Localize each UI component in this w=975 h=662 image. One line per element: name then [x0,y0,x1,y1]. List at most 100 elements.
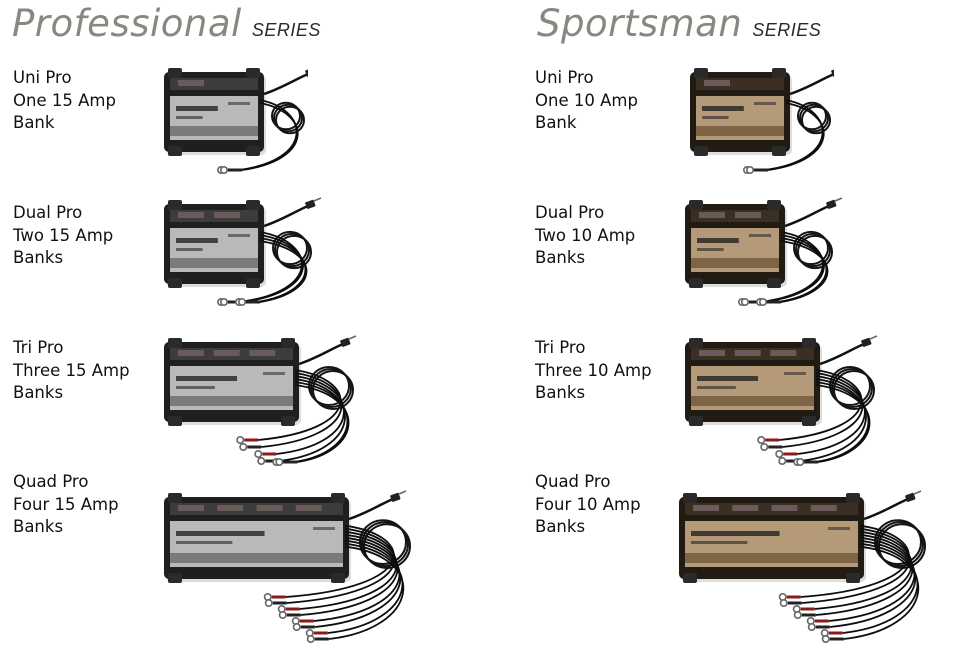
bank-indicator [699,350,725,356]
product-label-uni-pro-10: Uni Pro One 10 Amp Bank [535,67,638,135]
charger-image [685,335,878,467]
dc-lead [256,237,307,303]
product-banks: Banks [13,248,64,267]
dc-lead [241,102,299,171]
dc-lead [764,99,824,171]
cable-coil [359,519,407,565]
dc-lead [299,530,398,610]
ring-terminal [757,436,766,445]
power-cord [298,342,344,366]
cable-coil [271,101,301,131]
ring-terminal [219,166,228,175]
bank-indicator [704,80,730,86]
charger-image [690,67,834,175]
dc-lead [276,375,345,455]
product-banks: Bank [13,113,55,132]
dc-lead [815,384,871,463]
product-rating: One 10 Amp [535,90,638,110]
product-banks: Banks [13,383,64,402]
product-banks: Banks [535,517,586,536]
ring-terminal [292,623,301,632]
bank-indicator [732,505,759,511]
dc-lead [797,375,866,455]
dc-lead [767,102,825,171]
dc-lead [328,545,405,640]
product-label-uni-pro-15: Uni Pro One 15 Amp Bank [13,67,116,135]
ring-terminal [740,298,749,307]
charger-image [679,490,926,644]
ring-terminal [236,436,245,445]
dc-lead [815,381,870,463]
dc-lead [762,234,825,303]
dc-lead [842,542,919,634]
ring-terminal [219,298,228,307]
ring-terminal [759,298,768,307]
ring-terminal [778,457,787,466]
ring-terminal [306,635,315,644]
cable-coil [273,103,303,133]
power-cord [789,72,834,96]
dc-lead [300,533,399,616]
charger-image [685,197,843,307]
dc-lead [777,237,828,303]
ring-terminal [239,443,248,452]
product-rating: Two 15 Amp [13,225,114,245]
dc-lead [294,381,349,463]
cable-coil [801,105,831,135]
bank-indicator [256,505,283,511]
product-name: Tri Pro [535,338,586,357]
series-suffix: SERIES [752,20,822,40]
dc-lead [261,372,343,448]
ring-terminal [807,623,816,632]
bank-indicator [214,212,240,218]
bank-indicator [178,505,204,511]
product-banks: Banks [535,383,586,402]
ring-terminal [793,611,802,620]
bank-indicator [178,212,204,218]
product-name: Quad Pro [535,472,611,491]
cable-coil [275,105,305,135]
power-cord [348,497,394,521]
product-name: Tri Pro [13,338,64,357]
power-cord [863,497,909,521]
bank-indicator [178,80,204,86]
bank-indicator [810,505,837,511]
bank-indicator [249,350,276,356]
ring-terminal [745,166,754,175]
bank-indicator [213,350,240,356]
ring-terminal [779,599,788,608]
dc-lead [259,240,308,303]
bank-indicator [770,350,797,356]
dc-lead [238,231,303,303]
dc-lead [314,539,402,628]
dc-lead [279,378,346,462]
cable-coil [829,366,871,406]
ring-terminal [275,458,284,467]
dc-lead [828,536,916,622]
cable-coil [276,234,312,270]
ring-terminal [257,457,266,466]
cable-coil [312,370,354,410]
ring-terminal [796,458,805,467]
cable-coil [272,230,308,266]
power-cord [784,204,830,228]
product-label-quad-pro-10: Quad Pro Four 10 Amp Banks [535,471,641,539]
product-rating: One 15 Amp [13,90,116,110]
dc-lead [327,542,404,634]
product-label-dual-pro-15: Dual Pro Two 15 Amp Banks [13,202,113,270]
product-label-tri-pro-15: Tri Pro Three 15 Amp Banks [13,337,130,405]
dc-lead [814,530,913,610]
bank-indicator [771,505,798,511]
bank-indicator [735,212,761,218]
dc-lead [829,539,917,628]
product-name: Quad Pro [13,472,89,491]
cable-coil [874,519,922,565]
ring-terminal [821,635,830,644]
dc-lead [843,545,920,640]
dc-lead [815,533,914,616]
power-cord [819,342,865,366]
charger-image [164,335,357,467]
charger-image [164,67,308,175]
